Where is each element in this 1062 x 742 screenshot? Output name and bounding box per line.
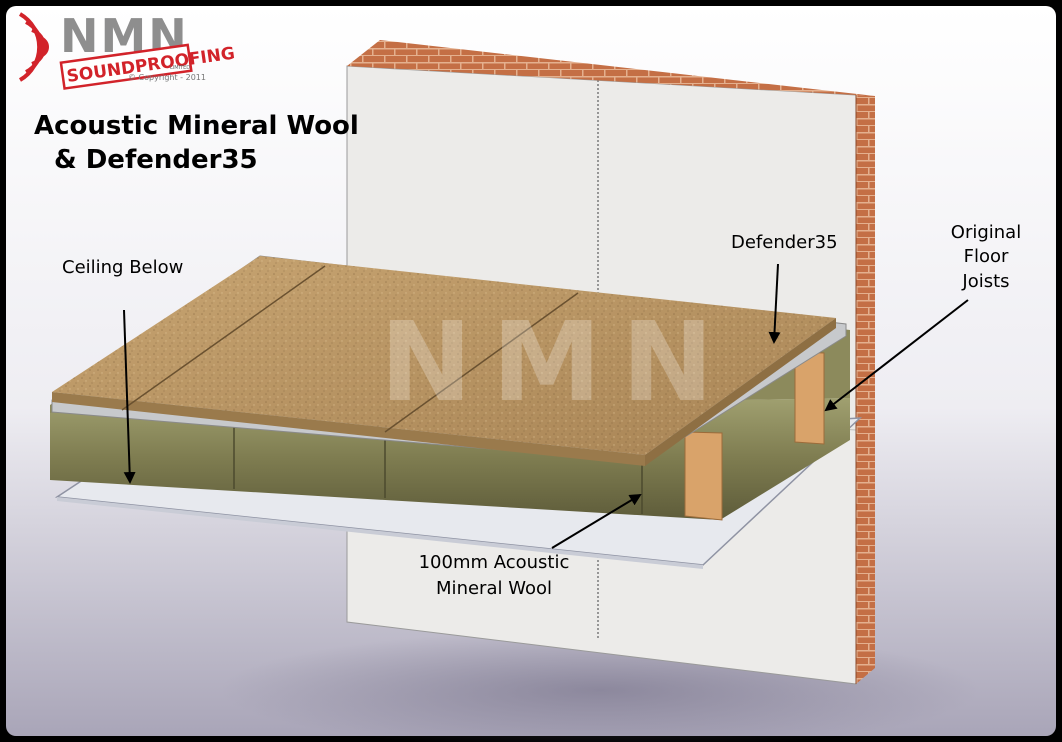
watermark-brand: NMN xyxy=(380,298,734,426)
arrow-defender35 xyxy=(768,263,781,344)
arrow-mineral-wool xyxy=(551,493,642,549)
label-joists-line2: Floor xyxy=(964,246,1009,267)
ceiling-board-edge xyxy=(57,497,703,569)
label-ceiling-below: Ceiling Below xyxy=(62,257,183,278)
diagram-title-line2: & Defender35 xyxy=(54,145,258,175)
logo-suffix: LIMITED xyxy=(170,65,190,71)
arrow-ceiling-below xyxy=(123,309,136,484)
label-joists-line3: Joists xyxy=(961,271,1009,292)
floor-joists xyxy=(684,351,825,521)
company-logo: NMN SOUNDPROOFING LIMITED © Copyright - … xyxy=(18,9,236,90)
diagram-title-line1: Acoustic Mineral Wool xyxy=(34,111,359,141)
label-joists-line1: Original xyxy=(951,222,1021,243)
brick-wall-edge xyxy=(347,40,875,684)
label-wool-line2: Mineral Wool xyxy=(436,578,552,599)
chipboard-floor xyxy=(52,256,836,466)
callout-arrows xyxy=(123,263,969,549)
arrow-floor-joists xyxy=(824,299,969,412)
watermark: NMN xyxy=(380,298,734,426)
label-defender35: Defender35 xyxy=(731,232,838,253)
logo-copyright: © Copyright - 2011 xyxy=(128,73,206,82)
sound-waves-icon xyxy=(18,12,49,82)
label-wool-line1: 100mm Acoustic xyxy=(419,552,570,573)
